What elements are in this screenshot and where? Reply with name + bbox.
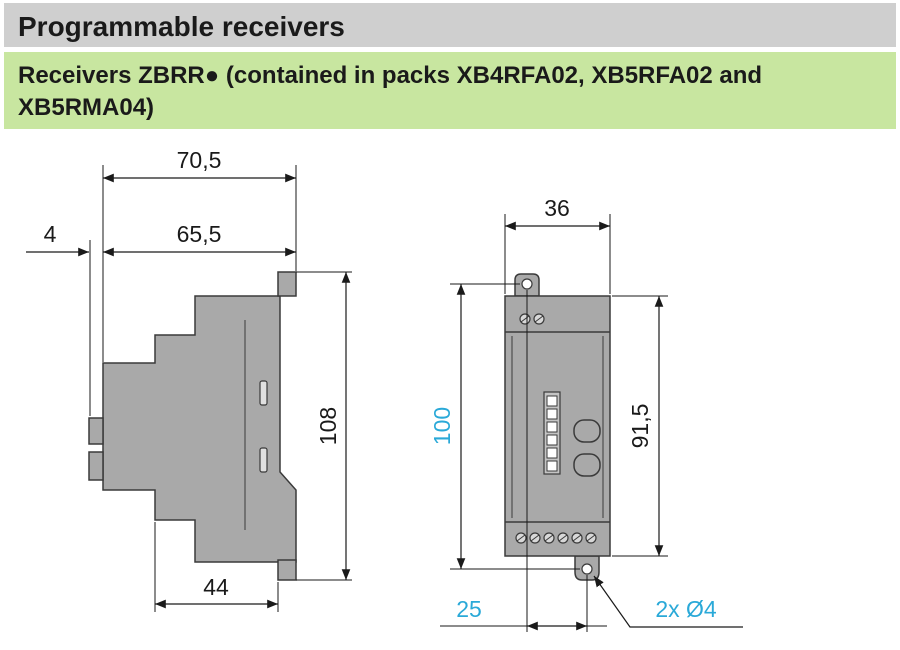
side-bottom-clip	[277, 559, 297, 581]
side-slot-top	[259, 380, 268, 406]
front-body-height-label: 91,5	[627, 404, 653, 449]
front-bottom-terminals	[515, 532, 597, 544]
side-top-clip	[277, 271, 297, 297]
front-holes-label: 2x Ø4	[655, 596, 717, 622]
side-body	[102, 295, 297, 563]
side-terminal-bottom	[88, 451, 104, 481]
front-view: 36 100 91,5 25 2x Ø4	[429, 195, 743, 632]
side-offset-label: 4	[44, 221, 57, 247]
header-bar: Programmable receivers	[4, 3, 896, 47]
front-button-top	[573, 419, 601, 443]
front-bottom-hole	[581, 563, 593, 575]
front-mount-height-label: 100	[429, 407, 455, 445]
side-view: 70,5 65,5 4 108 44	[26, 147, 352, 612]
front-button-bottom	[573, 453, 601, 477]
front-width-label: 36	[544, 195, 570, 221]
page-title: Programmable receivers	[18, 11, 345, 42]
subtitle-bar: Receivers ZBRR● (contained in packs XB4R…	[4, 52, 896, 129]
side-bottom-width-label: 44	[203, 574, 229, 600]
side-body-width-label: 65,5	[177, 221, 222, 247]
side-height-label: 108	[315, 407, 341, 445]
front-hole-offset-label: 25	[456, 596, 482, 622]
front-top-hole	[521, 278, 533, 290]
page-subtitle: Receivers ZBRR● (contained in packs XB4R…	[18, 62, 763, 121]
side-slot-bottom	[259, 447, 268, 473]
side-overall-width-label: 70,5	[177, 147, 222, 173]
side-terminal-top	[88, 417, 104, 445]
